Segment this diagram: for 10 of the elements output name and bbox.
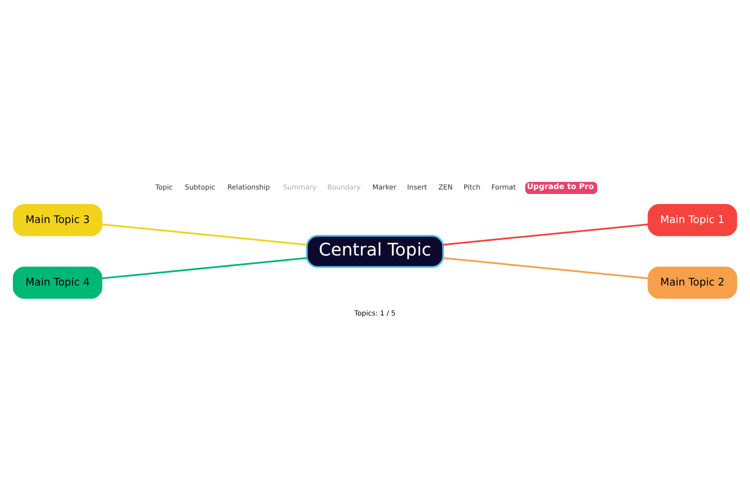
node-box: Main Topic 1 (648, 204, 738, 236)
node-box: Main Topic 2 (648, 266, 738, 298)
node-box: Central Topic (306, 234, 444, 268)
connector (443, 223, 648, 246)
connector (102, 256, 307, 279)
connector (443, 256, 648, 279)
connector (102, 223, 307, 246)
node-box: Main Topic 4 (12, 266, 102, 298)
node-box: Main Topic 3 (12, 204, 102, 236)
label: Upgrade to Pro (526, 182, 594, 191)
